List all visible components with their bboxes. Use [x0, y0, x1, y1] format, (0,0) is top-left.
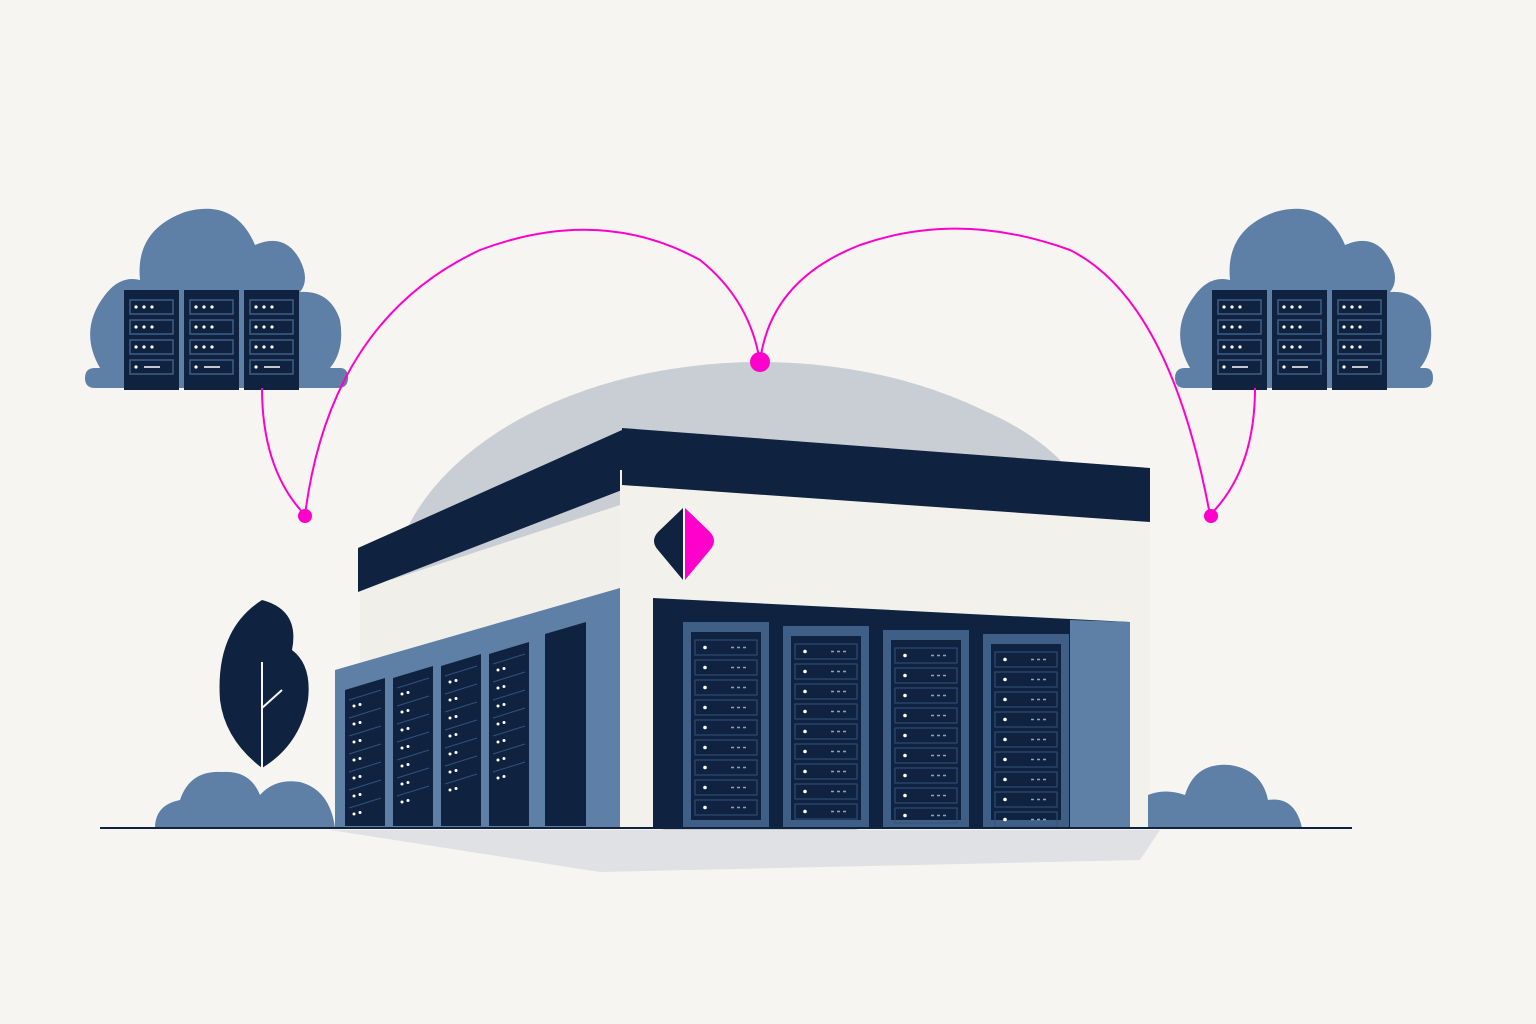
diamond-logo-icon [654, 508, 714, 580]
server-rack-icon [883, 630, 969, 828]
left-cloud-servers [124, 290, 299, 390]
server-rack-icon [1212, 290, 1267, 390]
connection-line-left-arc [304, 228, 761, 516]
ground-shadow [330, 830, 1160, 872]
server-rack-icon [783, 626, 869, 828]
connection-node-icon [750, 352, 770, 372]
side-rack-group [345, 642, 529, 826]
connection-lines [261, 227, 1256, 516]
connection-line-right-drop [1209, 387, 1256, 516]
right-cloud-servers [1212, 290, 1387, 390]
connection-node-icon [298, 509, 312, 523]
right-cloud [1175, 208, 1433, 390]
building-front-corner-panel [1070, 620, 1130, 828]
server-rack-icon [983, 634, 1069, 828]
server-rack-icon [244, 290, 299, 390]
front-rack-group [683, 622, 1069, 828]
left-bush [155, 771, 335, 828]
server-rack-icon [1272, 290, 1327, 390]
server-rack-icon [393, 666, 433, 826]
data-center-building [335, 428, 1150, 828]
building-front-roof [622, 428, 1150, 522]
server-rack-icon [683, 622, 769, 828]
right-bush [1148, 764, 1302, 828]
connection-line-left-drop [261, 387, 306, 516]
connection-node-icon [1204, 509, 1218, 523]
server-rack-icon [441, 654, 481, 826]
building-side-door [545, 622, 586, 826]
left-cloud [85, 208, 348, 390]
leaf-tree-icon [219, 600, 309, 768]
server-rack-icon [345, 678, 385, 826]
connection-line-right-arc [759, 227, 1211, 516]
server-rack-icon [124, 290, 179, 390]
building-side-roof [358, 430, 622, 592]
server-rack-icon [184, 290, 239, 390]
server-rack-icon [1332, 290, 1387, 390]
server-rack-icon [489, 642, 529, 826]
